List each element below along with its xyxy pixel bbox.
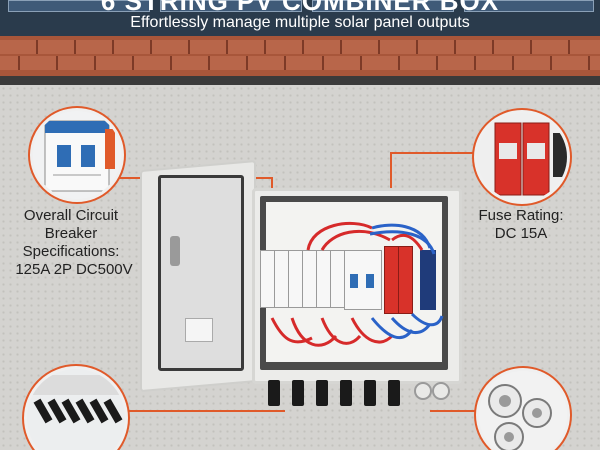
spec-label: [185, 318, 213, 342]
connector-callout: [24, 366, 128, 450]
solar-panel: [464, 0, 594, 12]
solar-panel: [312, 0, 454, 12]
circuit-breaker-icon: [33, 111, 121, 199]
callout-line: [430, 410, 478, 412]
breaker-spec-line1: Overall Circuit: [23, 207, 119, 224]
subtitle: Effortlessly manage multiple solar panel…: [130, 14, 470, 31]
callout-line: [120, 410, 285, 412]
door-latch: [170, 236, 180, 266]
roof-tiles: [0, 56, 600, 70]
gutter: [0, 76, 600, 85]
roof-tiles: [0, 40, 600, 54]
breaker-spec-line2: Breaker: [44, 225, 98, 242]
headline: 6 STRING PV COMBINER BOX: [100, 0, 500, 16]
solar-panel: [8, 0, 150, 12]
mc4-connector: [292, 380, 304, 406]
fuse-rating-line2: DC 15A: [494, 225, 548, 242]
cable-gland-icon: [479, 371, 567, 450]
mc4-connector: [388, 380, 400, 406]
gland-callout: [476, 368, 570, 450]
fuse-rating-line1: Fuse Rating:: [478, 207, 564, 224]
breaker-toggle: [366, 274, 374, 288]
breaker-toggle: [350, 274, 358, 288]
surge-protector-icon: [477, 113, 567, 201]
cable-gland: [414, 382, 432, 400]
surge-protector-module: [398, 246, 413, 314]
wiring: [270, 221, 444, 347]
breaker-spec-line3: Specifications:: [22, 243, 120, 260]
cable-gland: [432, 382, 450, 400]
mc4-connector: [268, 380, 280, 406]
breaker-callout: [30, 108, 124, 202]
breaker-spec-line4: 125A 2P DC500V: [15, 261, 133, 278]
callout-line: [390, 152, 476, 154]
mc4-connector: [340, 380, 352, 406]
terminal-block: [420, 250, 436, 310]
mc4-connector: [316, 380, 328, 406]
mc4-connector-icon: [27, 369, 125, 450]
solar-panel: [160, 0, 302, 12]
fuse-callout: [474, 110, 570, 204]
mc4-connector: [364, 380, 376, 406]
